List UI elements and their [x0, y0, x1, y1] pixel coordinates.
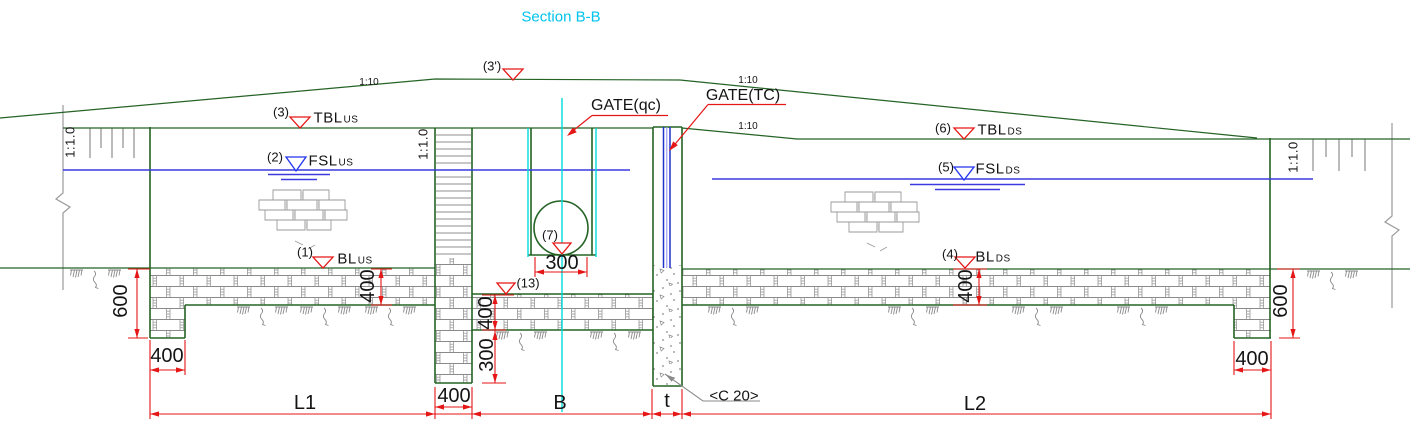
- level-label-bl-ds: BLDS: [975, 248, 1011, 266]
- dimension-arrowheads: [134, 269, 1296, 417]
- dim-left-cutoff-width: 400: [150, 345, 184, 367]
- dim-divide-wall-width: 400: [437, 385, 471, 407]
- level-label-tbl-us: TBLUS: [313, 109, 359, 127]
- dim-right-cutoff-width: 400: [1235, 348, 1269, 370]
- bank-hatch-ticks: [89, 128, 1366, 171]
- gate-leaders: [567, 103, 786, 151]
- ground-break-lines: [54, 105, 1401, 308]
- marker-ref-fsl-ds: (5): [938, 159, 954, 175]
- level-label-fsl-ds: FSLDS: [975, 160, 1021, 178]
- fsl-us-marker-icon: [284, 156, 308, 173]
- dim-downstream-floor-thickness: 400: [955, 269, 977, 303]
- pipe-circle: [533, 200, 589, 256]
- bl-us-marker-icon: [311, 256, 335, 269]
- level-label-tbl-ds: TBLDS: [977, 121, 1023, 139]
- bank-slope-label-left: 1:1.0: [62, 126, 78, 158]
- bank-slope-label-wall: 1:1.0: [415, 128, 431, 160]
- concrete-grade-label: <C 20>: [709, 387, 759, 405]
- tbl-ds-marker-icon: [952, 127, 976, 140]
- gate-qc-arrow-icon: [567, 127, 577, 136]
- dim-mid-floor-thickness: 400: [475, 296, 497, 330]
- water-symbol-ds: [910, 183, 1025, 191]
- slope-label-tbl-ds: 1:10: [738, 121, 758, 132]
- drawing-title: Section B-B: [521, 8, 601, 26]
- level-markers: [288, 68, 977, 296]
- gate-tc-label: GATE(TC): [705, 87, 781, 104]
- marker-ref-bl-us: (1): [297, 244, 313, 260]
- dim-barrel-width: B: [553, 392, 567, 414]
- dim-upstream-length: L1: [293, 392, 317, 414]
- gate-tc-arrow-icon: [669, 141, 678, 151]
- channel-masonry-symbols: [258, 189, 920, 252]
- tbl-us-marker-icon: [288, 116, 312, 129]
- water-lines: [63, 169, 1313, 191]
- bl-ds-marker-icon: [953, 256, 977, 269]
- dim-mid-cutoff-depth: 300: [476, 338, 498, 372]
- bank-slope-label-right: 1:1.0: [1285, 141, 1301, 173]
- concrete-leader: [664, 373, 760, 402]
- dim-left-cutoff-depth: 600: [110, 284, 132, 318]
- gate-tc-blades: [662, 127, 671, 268]
- upstream-floor-outline: [149, 127, 435, 339]
- gate-qc-label: GATE(qc): [591, 97, 661, 114]
- crest-marker-icon: [501, 68, 525, 81]
- pipe-invert-marker-icon: [551, 242, 573, 256]
- marker-ref-pipe-invert: (7): [542, 227, 558, 243]
- masonry-fills: [150, 258, 1271, 385]
- dim-pipe-width: 300: [545, 252, 579, 274]
- gate-qc-guides: [527, 128, 597, 257]
- water-symbol-us: [268, 173, 330, 181]
- level-label-fsl-us: FSLUS: [308, 152, 354, 170]
- slope-label-crest-ds: 1:10: [738, 75, 758, 86]
- slope-label-us: 1:10: [359, 77, 379, 88]
- dim-upstream-floor-thickness: 400: [357, 269, 379, 303]
- dim-pier-thickness: t: [664, 390, 670, 412]
- water-level-markers: [284, 156, 976, 182]
- pier-outline: [652, 126, 683, 387]
- marker-ref-mid-floor: (13): [516, 275, 540, 291]
- divide-wall-steps: [436, 134, 471, 255]
- marker-ref-tbl-ds: (6): [935, 120, 951, 136]
- gate-tc-leader: [670, 103, 786, 150]
- concrete-pier-fill: [653, 265, 682, 385]
- mid-floor-marker-icon: [495, 282, 517, 296]
- fsl-ds-marker-icon: [952, 166, 976, 182]
- dim-downstream-length: L2: [963, 393, 987, 415]
- marker-ref-tbl-us: (3): [273, 104, 289, 120]
- dim-right-cutoff-depth: 600: [1270, 284, 1292, 318]
- marker-ref-bl-ds: (4): [942, 246, 958, 262]
- level-label-bl-us: BLUS: [337, 250, 373, 268]
- concrete-leader-arrow-icon: [665, 374, 675, 382]
- marker-ref-crest: (3'): [482, 58, 502, 74]
- marker-ref-fsl-us: (2): [267, 149, 283, 165]
- dimension-lines: [128, 257, 1300, 419]
